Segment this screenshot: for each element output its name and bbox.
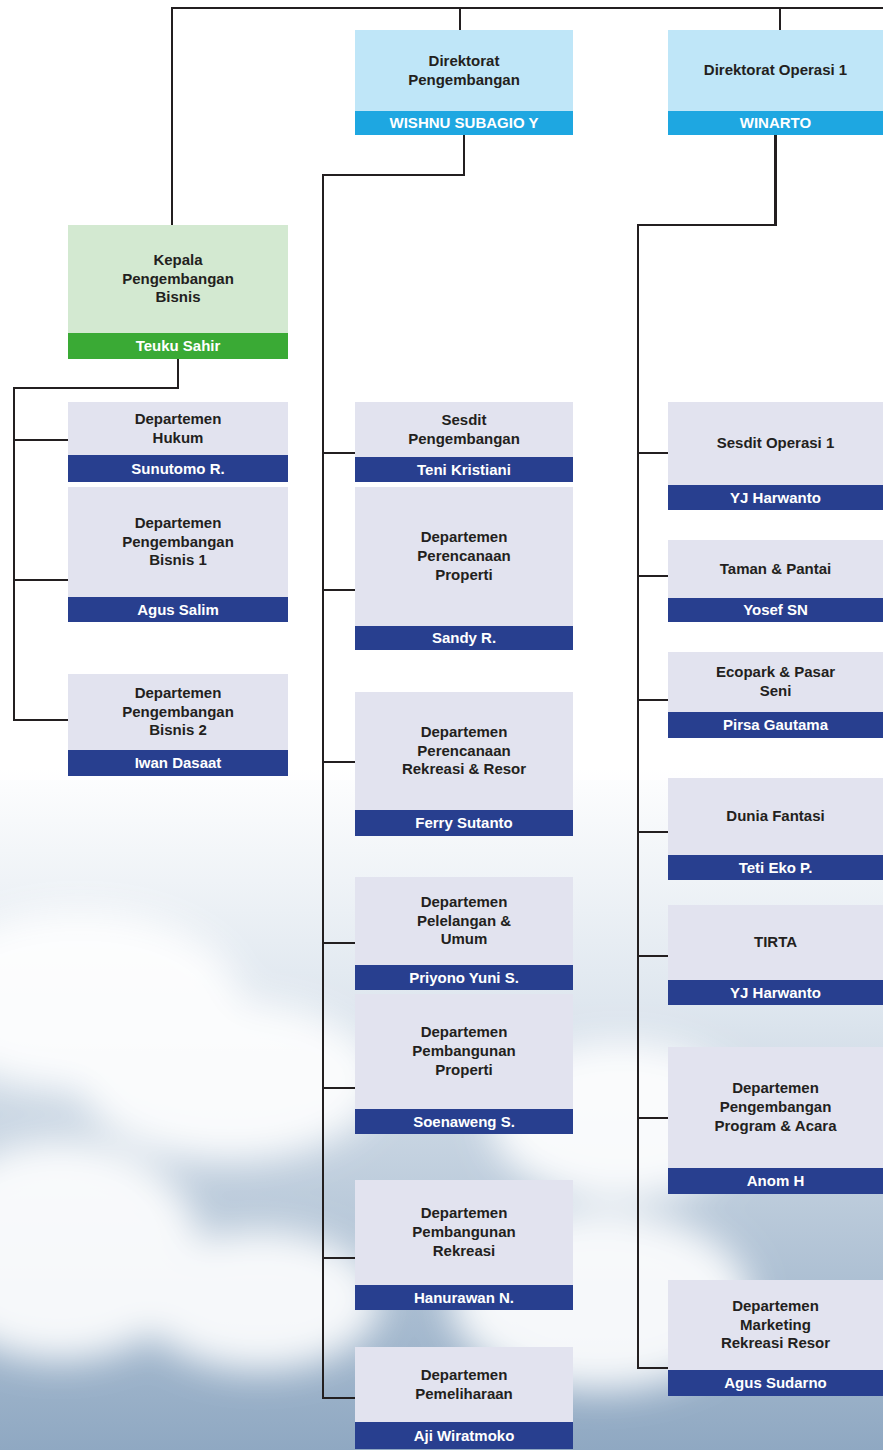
unit-title-area: Ecopark & Pasar Seni xyxy=(668,652,883,712)
org-box: Ecopark & Pasar SeniPirsa Gautama xyxy=(668,652,883,738)
unit-title-area: Departemen Pengembangan Bisnis 1 xyxy=(68,487,288,597)
officer-name: Teuku Sahir xyxy=(68,333,288,359)
org-box: Sesdit Operasi 1 YJ Harwanto xyxy=(668,402,883,510)
officer-name: WINARTO xyxy=(668,111,883,135)
org-box: Direktorat PengembanganWISHNU SUBAGIO Y xyxy=(355,30,573,135)
org-box: Departemen HukumSunutomo R. xyxy=(68,402,288,482)
unit-title: Departemen Marketing Rekreasi Resor xyxy=(711,1297,841,1353)
org-box: Departemen Marketing Rekreasi ResorAgus … xyxy=(668,1280,883,1396)
officer-name: Ferry Sutanto xyxy=(355,810,573,836)
org-box: Departemen Pengembangan Program & AcaraA… xyxy=(668,1047,883,1194)
officer-name: Teti Eko P. xyxy=(668,855,883,880)
officer-name: Aji Wiratmoko xyxy=(355,1422,573,1449)
unit-title: Kepala Pengembangan Bisnis xyxy=(108,251,248,307)
unit-title-area: Departemen Hukum xyxy=(68,402,288,455)
org-box: TIRTA YJ Harwanto xyxy=(668,905,883,1005)
unit-title: Direktorat Operasi 1 xyxy=(704,61,847,80)
org-box: Departemen Pengembangan Bisnis 1 Agus Sal… xyxy=(68,487,288,622)
unit-title: Taman & Pantai xyxy=(720,560,831,579)
unit-title-area: Direktorat Pengembangan xyxy=(355,30,573,111)
unit-title-area: Direktorat Operasi 1 xyxy=(668,30,883,111)
officer-name: WISHNU SUBAGIO Y xyxy=(355,111,573,135)
org-box: Departemen Perencanaan Rekreasi & ResorF… xyxy=(355,692,573,836)
unit-title: Departemen Pelelangan & Umum xyxy=(399,893,529,949)
officer-name: Teni Kristiani xyxy=(355,457,573,482)
org-box: Dunia FantasiTeti Eko P. xyxy=(668,778,883,880)
org-box: Departemen PemeliharaanAji Wiratmoko xyxy=(355,1347,573,1449)
org-box: Departemen Pengembangan Bisnis 2 Iwan Das… xyxy=(68,674,288,776)
unit-title-area: Sesdit Pengembangan xyxy=(355,402,573,457)
unit-title: Departemen Pengembangan Bisnis 1 xyxy=(113,514,243,570)
unit-title-area: Departemen Pembangunan Rekreasi xyxy=(355,1180,573,1285)
unit-title-area: Kepala Pengembangan Bisnis xyxy=(68,225,288,333)
unit-title: Departemen Pembangunan Rekreasi xyxy=(399,1204,529,1260)
org-box: Departemen Pelelangan & UmumPriyono Yuni… xyxy=(355,877,573,990)
officer-name: Sandy R. xyxy=(355,626,573,650)
org-box: Taman & PantaiYosef SN xyxy=(668,540,883,622)
officer-name: Yosef SN xyxy=(668,598,883,622)
org-box: Direktorat Operasi 1 WINARTO xyxy=(668,30,883,135)
unit-title-area: Departemen Pembangunan Properti xyxy=(355,994,573,1109)
officer-name: Iwan Dasaat xyxy=(68,750,288,776)
officer-name: Pirsa Gautama xyxy=(668,712,883,738)
unit-title: Departemen Perencanaan Properti xyxy=(399,528,529,584)
unit-title-area: TIRTA xyxy=(668,905,883,980)
officer-name: Hanurawan N. xyxy=(355,1285,573,1310)
officer-name: Sunutomo R. xyxy=(68,455,288,482)
officer-name: Soenaweng S. xyxy=(355,1109,573,1134)
unit-title: Dunia Fantasi xyxy=(726,807,824,826)
org-box: Departemen Pembangunan RekreasiHanurawan… xyxy=(355,1180,573,1310)
org-box: Departemen Perencanaan PropertiSandy R. xyxy=(355,487,573,650)
unit-title: Departemen Pengembangan Program & Acara xyxy=(711,1079,841,1135)
unit-title-area: Departemen Pengembangan Bisnis 2 xyxy=(68,674,288,750)
unit-title: Direktorat Pengembangan xyxy=(384,52,544,90)
unit-title-area: Departemen Marketing Rekreasi Resor xyxy=(668,1280,883,1370)
unit-title-area: Departemen Pengembangan Program & Acara xyxy=(668,1047,883,1168)
unit-title: Departemen Pemeliharaan xyxy=(399,1366,529,1404)
unit-title: TIRTA xyxy=(754,933,797,952)
org-box: Kepala Pengembangan BisnisTeuku Sahir xyxy=(68,225,288,359)
org-box: Departemen Pembangunan PropertiSoenaweng… xyxy=(355,994,573,1134)
unit-title: Sesdit Pengembangan xyxy=(399,411,529,449)
unit-title: Departemen Perencanaan Rekreasi & Resor xyxy=(399,723,529,779)
officer-name: YJ Harwanto xyxy=(668,485,883,510)
unit-title-area: Departemen Pelelangan & Umum xyxy=(355,877,573,965)
unit-title-area: Departemen Perencanaan Rekreasi & Resor xyxy=(355,692,573,810)
unit-title-area: Sesdit Operasi 1 xyxy=(668,402,883,485)
unit-title: Departemen Pengembangan Bisnis 2 xyxy=(113,684,243,740)
officer-name: Anom H xyxy=(668,1168,883,1194)
unit-title-area: Departemen Perencanaan Properti xyxy=(355,487,573,626)
unit-title-area: Dunia Fantasi xyxy=(668,778,883,855)
unit-title: Ecopark & Pasar Seni xyxy=(711,663,841,701)
unit-title-area: Departemen Pemeliharaan xyxy=(355,1347,573,1422)
officer-name: Agus Sudarno xyxy=(668,1370,883,1396)
officer-name: YJ Harwanto xyxy=(668,980,883,1005)
unit-title: Sesdit Operasi 1 xyxy=(717,434,835,453)
org-box: Sesdit PengembanganTeni Kristiani xyxy=(355,402,573,482)
unit-title: Departemen Pembangunan Properti xyxy=(399,1023,529,1079)
unit-title-area: Taman & Pantai xyxy=(668,540,883,598)
officer-name: Agus Salim xyxy=(68,597,288,622)
officer-name: Priyono Yuni S. xyxy=(355,965,573,990)
unit-title: Departemen Hukum xyxy=(113,410,243,448)
